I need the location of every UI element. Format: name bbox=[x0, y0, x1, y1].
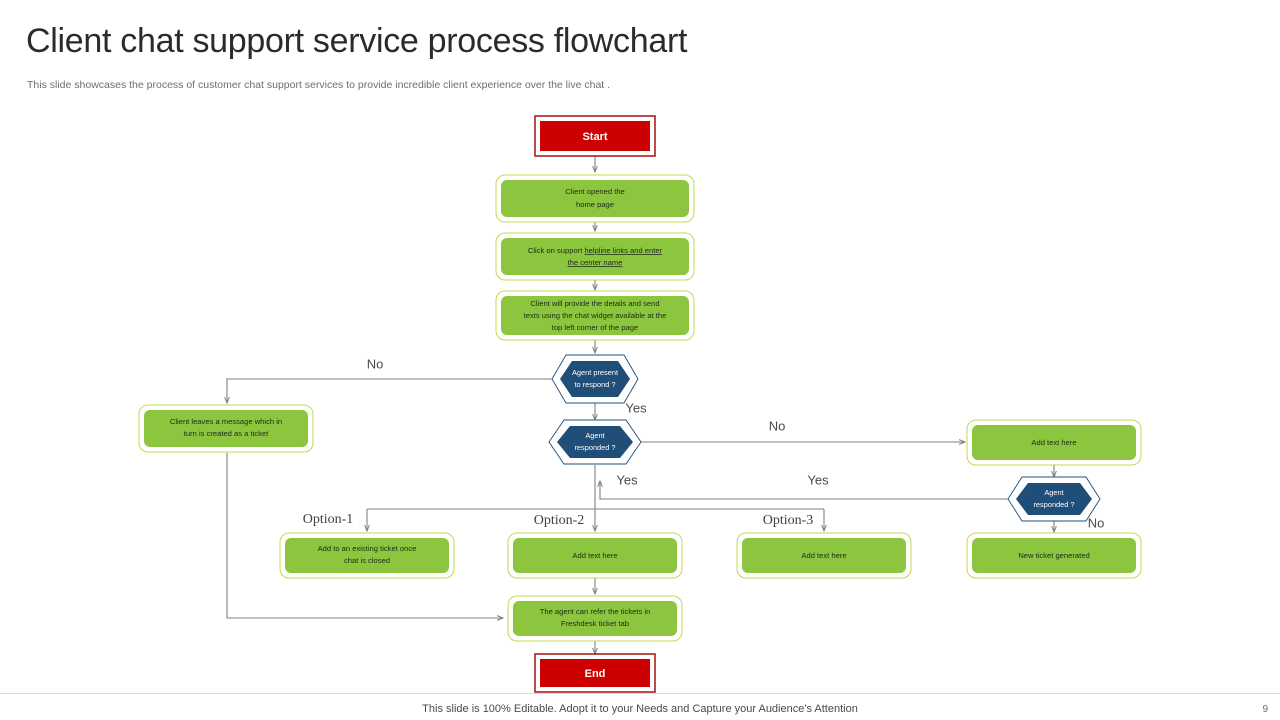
connector-yes-right-to-center bbox=[600, 481, 1011, 500]
node-agent-present[interactable]: Agent present to respond ? bbox=[551, 354, 639, 404]
node-existing-ticket-line1: Add to an existing ticket once bbox=[318, 544, 417, 553]
node-start-label: Start bbox=[582, 131, 607, 143]
node-home-page-line1: Client opened the bbox=[565, 187, 625, 196]
node-existing-ticket-line2: chat is closed bbox=[344, 556, 390, 565]
node-end-label: End bbox=[585, 668, 606, 680]
node-end-fill bbox=[540, 659, 650, 687]
node-helpline-fill bbox=[501, 238, 689, 275]
footer-note: This slide is 100% Editable. Adopt it to… bbox=[422, 703, 858, 715]
node-helpline-line2-underlined: the center name bbox=[568, 258, 623, 267]
node-new-ticket-label: New ticket generated bbox=[1018, 551, 1089, 560]
edge-label-option-2: Option-2 bbox=[534, 513, 585, 528]
node-agent-present-fill bbox=[560, 361, 630, 397]
edge-label-yes-center-bottom: Yes bbox=[616, 472, 638, 487]
node-freshdesk[interactable]: The agent can refer the tickets in Fresh… bbox=[507, 595, 683, 642]
node-agent-responded-center[interactable]: Agent responded ? bbox=[548, 419, 642, 465]
node-helpline[interactable]: Click on support helpline links and ente… bbox=[495, 232, 695, 281]
node-home-page-line2: home page bbox=[576, 200, 614, 209]
node-add-text-option3[interactable]: Add text here bbox=[736, 532, 912, 579]
page-title: Client chat support service process flow… bbox=[26, 22, 688, 60]
connector-no-to-leaves-message bbox=[227, 378, 552, 403]
node-chat-widget-fill bbox=[501, 296, 689, 335]
node-freshdesk-line1: The agent can refer the tickets in bbox=[540, 607, 651, 616]
node-home-page[interactable]: Client opened the home page bbox=[495, 174, 695, 223]
node-freshdesk-line2: Freshdesk ticket tab bbox=[561, 619, 629, 628]
connector-leaves-message-to-freshdesk bbox=[226, 453, 503, 618]
node-add-text-right-top-label: Add text here bbox=[1031, 438, 1076, 447]
node-add-text-option2[interactable]: Add text here bbox=[507, 532, 683, 579]
node-add-text-option2-label: Add text here bbox=[572, 551, 617, 560]
node-freshdesk-fill bbox=[513, 601, 677, 636]
node-agent-present-line2: to respond ? bbox=[574, 380, 615, 389]
node-helpline-line1-underlined: helpline links and enter bbox=[584, 246, 662, 255]
edge-label-option-3: Option-3 bbox=[763, 513, 814, 528]
node-chat-widget-line2: texts using the chat widget available at… bbox=[524, 311, 667, 320]
connector-group bbox=[227, 156, 1054, 654]
footer-divider bbox=[0, 693, 1280, 720]
node-chat-widget-line1: Client will provide the details and send bbox=[530, 299, 659, 308]
node-agent-present-line1: Agent present bbox=[572, 368, 618, 377]
node-end[interactable]: End bbox=[534, 653, 656, 693]
node-agent-responded-right-line2: responded ? bbox=[1033, 500, 1074, 509]
edge-label-yes-right: Yes bbox=[807, 472, 829, 487]
edge-label-no-right-bottom: No bbox=[1088, 515, 1105, 530]
node-chat-widget[interactable]: Client will provide the details and send… bbox=[495, 290, 695, 341]
node-chat-widget-line3: top left corner of the page bbox=[552, 323, 639, 332]
node-helpline-line2: the center name bbox=[568, 258, 623, 267]
node-existing-ticket[interactable]: Add to an existing ticket once chat is c… bbox=[279, 532, 455, 579]
node-add-text-option3-fill bbox=[742, 538, 906, 573]
node-helpline-line1: Click on support helpline links and ente… bbox=[528, 246, 663, 255]
page-subtitle: This slide showcases the process of cust… bbox=[27, 79, 611, 91]
node-new-ticket-fill bbox=[972, 538, 1136, 573]
page-number: 9 bbox=[1262, 704, 1268, 715]
node-agent-responded-center-fill bbox=[557, 426, 633, 458]
node-leaves-message-line1: Client leaves a message which in bbox=[170, 417, 282, 426]
node-start[interactable]: Start bbox=[534, 115, 656, 157]
edge-label-no-left: No bbox=[367, 356, 384, 371]
node-add-text-right-top[interactable]: Add text here bbox=[966, 419, 1142, 466]
node-add-text-option2-fill bbox=[513, 538, 677, 573]
node-add-text-right-top-fill bbox=[972, 425, 1136, 460]
node-add-text-option3-label: Add text here bbox=[801, 551, 846, 560]
node-agent-responded-right[interactable]: Agent responded ? bbox=[1007, 476, 1101, 522]
edge-label-no-right: No bbox=[769, 418, 786, 433]
node-agent-responded-right-line1: Agent bbox=[1044, 488, 1063, 497]
node-home-page-fill bbox=[501, 180, 689, 217]
node-helpline-line1-plain: Click on support bbox=[528, 246, 585, 255]
node-agent-responded-right-fill bbox=[1016, 483, 1092, 515]
node-existing-ticket-fill bbox=[285, 538, 449, 573]
edge-label-yes-center-top: Yes bbox=[625, 400, 647, 415]
node-agent-responded-center-line2: responded ? bbox=[574, 443, 615, 452]
node-start-fill bbox=[540, 121, 650, 151]
node-new-ticket[interactable]: New ticket generated bbox=[966, 532, 1142, 579]
node-agent-responded-center-line1: Agent bbox=[585, 431, 604, 440]
node-leaves-message-line2: turn is created as a ticket bbox=[184, 429, 269, 438]
node-leaves-message-fill bbox=[144, 410, 308, 447]
edge-label-option-1: Option-1 bbox=[303, 512, 354, 527]
node-leaves-message[interactable]: Client leaves a message which in turn is… bbox=[138, 404, 314, 453]
